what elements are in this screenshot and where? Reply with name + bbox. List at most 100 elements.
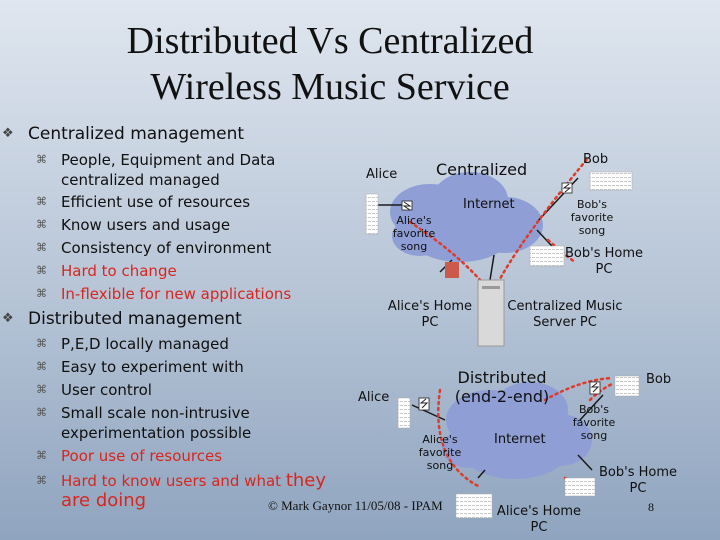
bottom-alice-pc-line-2: PC [530,520,548,535]
centralized-item-5: Hard to change [61,262,177,280]
bottom-alice-song-line-1: Alice's [422,433,458,446]
bottom-route-bob-2 [588,382,614,402]
distributed-heading: Distributed management [28,309,242,329]
bottom-alice-pc-line-1: Alice's Home [496,504,582,519]
centralized-item-1b: centralized managed [61,171,220,189]
top-alice-song-line-2: favorite [392,227,436,240]
slide-title: Distributed Vs Centralized Wireless Musi… [20,18,640,110]
distributed-item-2: Easy to experiment with [61,358,244,376]
bobpc-document-bottom [564,477,596,497]
bullet-marker-icon: ⌘ [36,153,47,166]
bullet-marker-icon: ⌘ [36,195,47,208]
top-bob-song-label: Bob's favorite song [568,198,616,237]
bullet-marker-icon: ⌘ [36,337,47,350]
top-centralized-label: Centralized [436,160,528,179]
alice-document-bottom [397,397,411,429]
bullet-marker-icon: ⌘ [36,406,47,419]
top-alice-pc-line-1: Alice's Home [387,299,473,314]
bullet-marker-icon: ⌘ [36,383,47,396]
bottom-line-alicepc-cloud [477,469,486,479]
top-bob-pc-line-2: PC [595,262,613,277]
bullet-marker-icon: ⌘ [36,474,47,487]
distributed-item-6-large: they [285,470,327,491]
internet-cloud-top [390,172,543,262]
top-bob-pc-label: Bob's Home PC [560,246,648,278]
centralized-item-1: People, Equipment and Data [61,151,276,169]
bob-document-top [589,171,633,191]
bottom-alice-song-label: Alice's favorite song [416,433,464,472]
top-alice-song-label: Alice's favorite song [390,214,438,253]
bottom-alice-label: Alice [358,390,390,405]
top-alice-pc-line-2: PC [421,315,439,330]
title-line-2: Wireless Music Service [150,66,510,108]
bullet-marker-icon: ⌘ [36,241,47,254]
distributed-item-3: User control [61,381,152,399]
top-route-bob [493,156,590,290]
bottom-distributed-line-1: Distributed [457,368,547,387]
bottom-line-alice-cloud [411,404,446,421]
bottom-line-cloud-bob [579,394,604,421]
top-alice-song-line-3: song [400,240,428,253]
bottom-bob-label: Bob [646,372,672,387]
top-line-server-cloud [489,254,495,281]
internet-cloud-bottom [442,382,592,479]
bullet-marker-icon: ⌘ [36,218,47,231]
top-bob-song-line-3: song [578,224,606,237]
top-bob-pc-line-1: Bob's Home [565,246,643,261]
alice-document-top [365,193,379,235]
centralized-item-6: In-flexible for new applications [61,285,292,303]
wireless-icon-bottom-alice [418,397,430,411]
bullet-marker-icon: ❖ [2,126,14,141]
centralized-heading: Centralized management [28,124,245,144]
top-bob-song-line-2: favorite [570,211,614,224]
bottom-bob-song-label: Bob's favorite song [570,403,618,442]
bullet-marker-icon: ⌘ [36,360,47,373]
wireless-icon-top-bob [561,182,573,194]
top-alice-song-line-1: Alice's [396,214,432,227]
wireless-icon-bottom-bob [589,381,601,395]
footer-copyright: © Mark Gaynor 11/05/08 - IPAM [268,498,443,513]
bottom-distributed-label: Distributed (end-2-end) [450,368,554,406]
bullet-marker-icon: ⌘ [36,264,47,277]
page-number: 8 [648,500,654,514]
top-alice-label: Alice [366,167,398,182]
bottom-bob-pc-label: Bob's Home PC [594,465,682,497]
music-server-icon [477,279,505,347]
alice-pc-icon-top [445,262,459,278]
alicepc-document-bottom [455,493,493,519]
distributed-item-6: Hard to know users and what they [61,470,327,491]
distributed-item-4: Small scale non-intrusive [61,404,250,422]
bottom-line-cloud-bobpc [577,454,593,471]
centralized-item-2: Efficient use of resources [61,193,251,211]
bottom-alice-pc-label: Alice's Home PC [494,504,584,536]
bottom-bob-pc-line-1: Bob's Home [599,465,677,480]
bottom-route-bob-1 [543,376,614,402]
bottom-alice-song-line-2: favorite [418,446,462,459]
bottom-bob-song-line-1: Bob's [578,403,609,416]
bottom-bob-song-line-3: song [580,429,608,442]
bottom-internet-label: Internet [494,432,546,447]
centralized-item-4: Consistency of environment [61,239,272,257]
wireless-icon-top-alice [401,200,413,211]
bob-document-bottom [614,375,640,397]
top-server-label: Centralized Music Server PC [505,299,625,331]
top-internet-label: Internet [463,197,515,212]
bottom-bob-pc-line-2: PC [629,481,647,496]
distributed-item-4b: experimentation possible [61,424,252,442]
bottom-distributed-line-2: (end-2-end) [454,387,550,406]
bullet-marker-icon: ⌘ [36,287,47,300]
centralized-item-3: Know users and usage [61,216,231,234]
top-bob-song-line-1: Bob's [576,198,607,211]
top-server-line-2: Server PC [533,315,597,330]
distributed-item-1: P,E,D locally managed [61,335,229,353]
distributed-item-5: Poor use of resources [61,447,223,465]
distributed-item-6b: are doing [61,490,147,511]
top-alice-pc-label: Alice's Home PC [384,299,476,331]
bullet-marker-icon: ❖ [2,311,14,326]
top-server-line-1: Centralized Music [507,299,623,314]
title-line-1: Distributed Vs Centralized [126,20,534,62]
bottom-route-alice [437,388,480,488]
distributed-item-6-text: Hard to know users and what [61,472,282,490]
bottom-alice-song-line-3: song [426,459,454,472]
